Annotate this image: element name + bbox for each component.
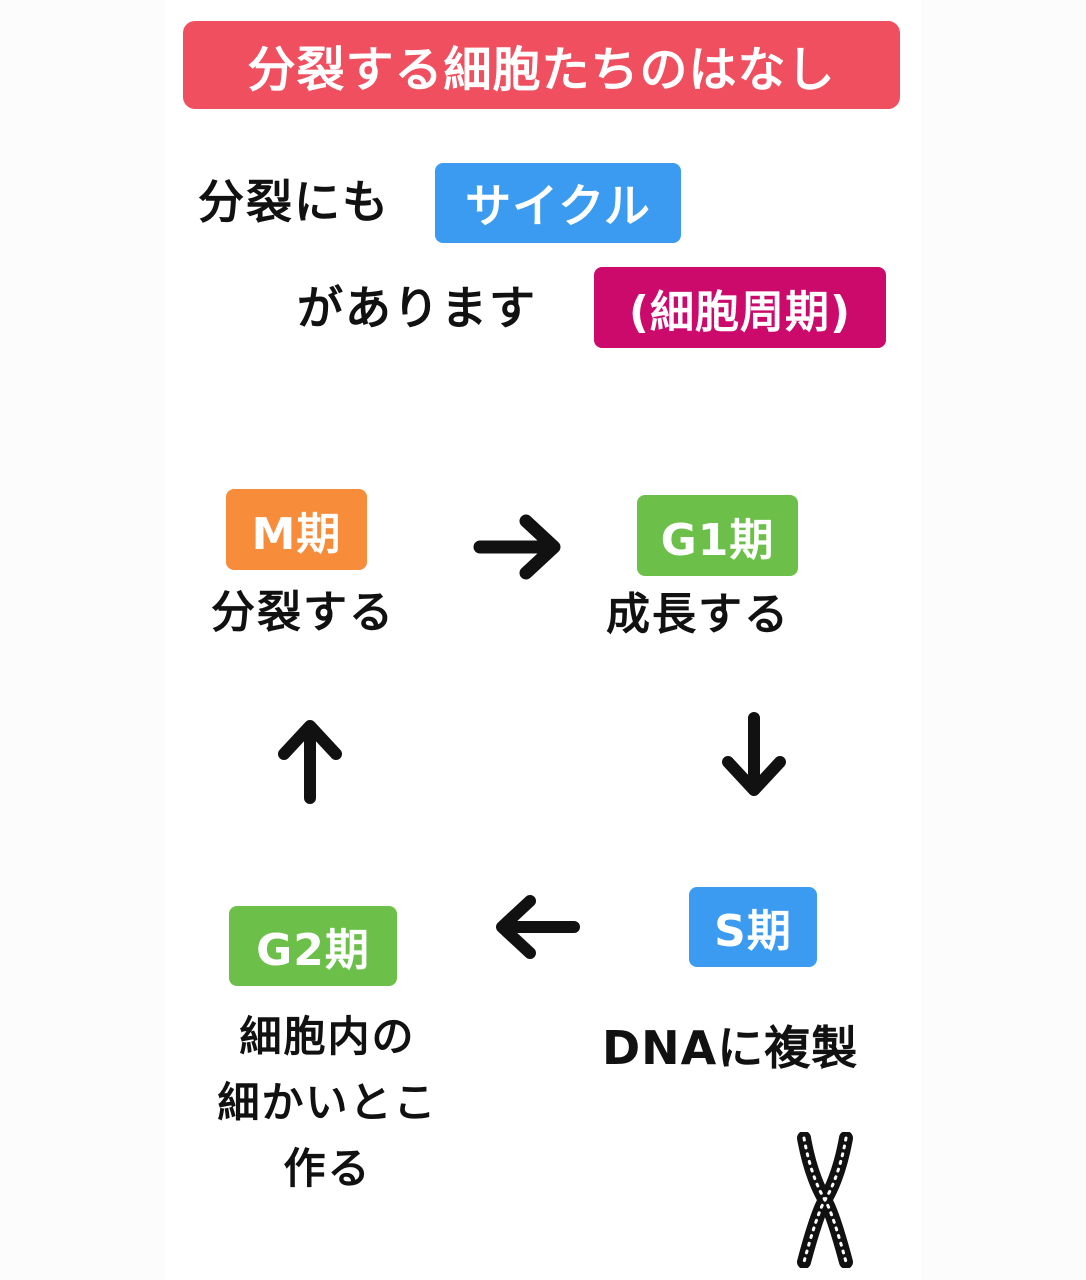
arrow-down-icon — [716, 708, 792, 800]
m-phase-description: 分裂する — [211, 587, 395, 638]
intro-line2-text: があります — [297, 281, 537, 335]
arrow-right-icon — [470, 510, 566, 584]
g1-phase-badge: G1期 — [637, 495, 798, 576]
g2-phase-description: 細胞内の 細かいとこ 作る — [200, 1004, 455, 1202]
s-phase-label: S期 — [714, 906, 792, 957]
g2-description-line-2: 細かいとこ — [217, 1078, 438, 1127]
m-phase-label: M期 — [251, 508, 342, 560]
intro-line1-text: 分裂にも — [198, 175, 390, 229]
g2-description-line-3: 作る — [283, 1144, 372, 1193]
cycle-badge: サイクル — [435, 163, 681, 243]
s-phase-description: DNAに複製 — [602, 1021, 859, 1075]
cycle-badge-label: サイクル — [465, 179, 651, 233]
title-banner: 分裂する細胞たちのはなし — [183, 21, 900, 109]
arrow-up-icon — [272, 716, 348, 808]
cell-cycle-badge: (細胞周期) — [594, 267, 886, 348]
s-phase-badge: S期 — [689, 887, 817, 967]
arrow-left-icon — [492, 889, 584, 965]
title-text: 分裂する細胞たちのはなし — [247, 42, 836, 98]
chromosome-icon — [790, 1132, 860, 1268]
g1-phase-label: G1期 — [660, 514, 775, 566]
m-phase-badge: M期 — [226, 489, 367, 570]
g2-phase-badge: G2期 — [229, 906, 397, 986]
cell-cycle-badge-label: (細胞周期) — [628, 286, 852, 338]
g1-phase-description: 成長する — [606, 589, 790, 640]
g2-description-line-1: 細胞内の — [239, 1012, 416, 1061]
g2-phase-label: G2期 — [256, 925, 370, 976]
